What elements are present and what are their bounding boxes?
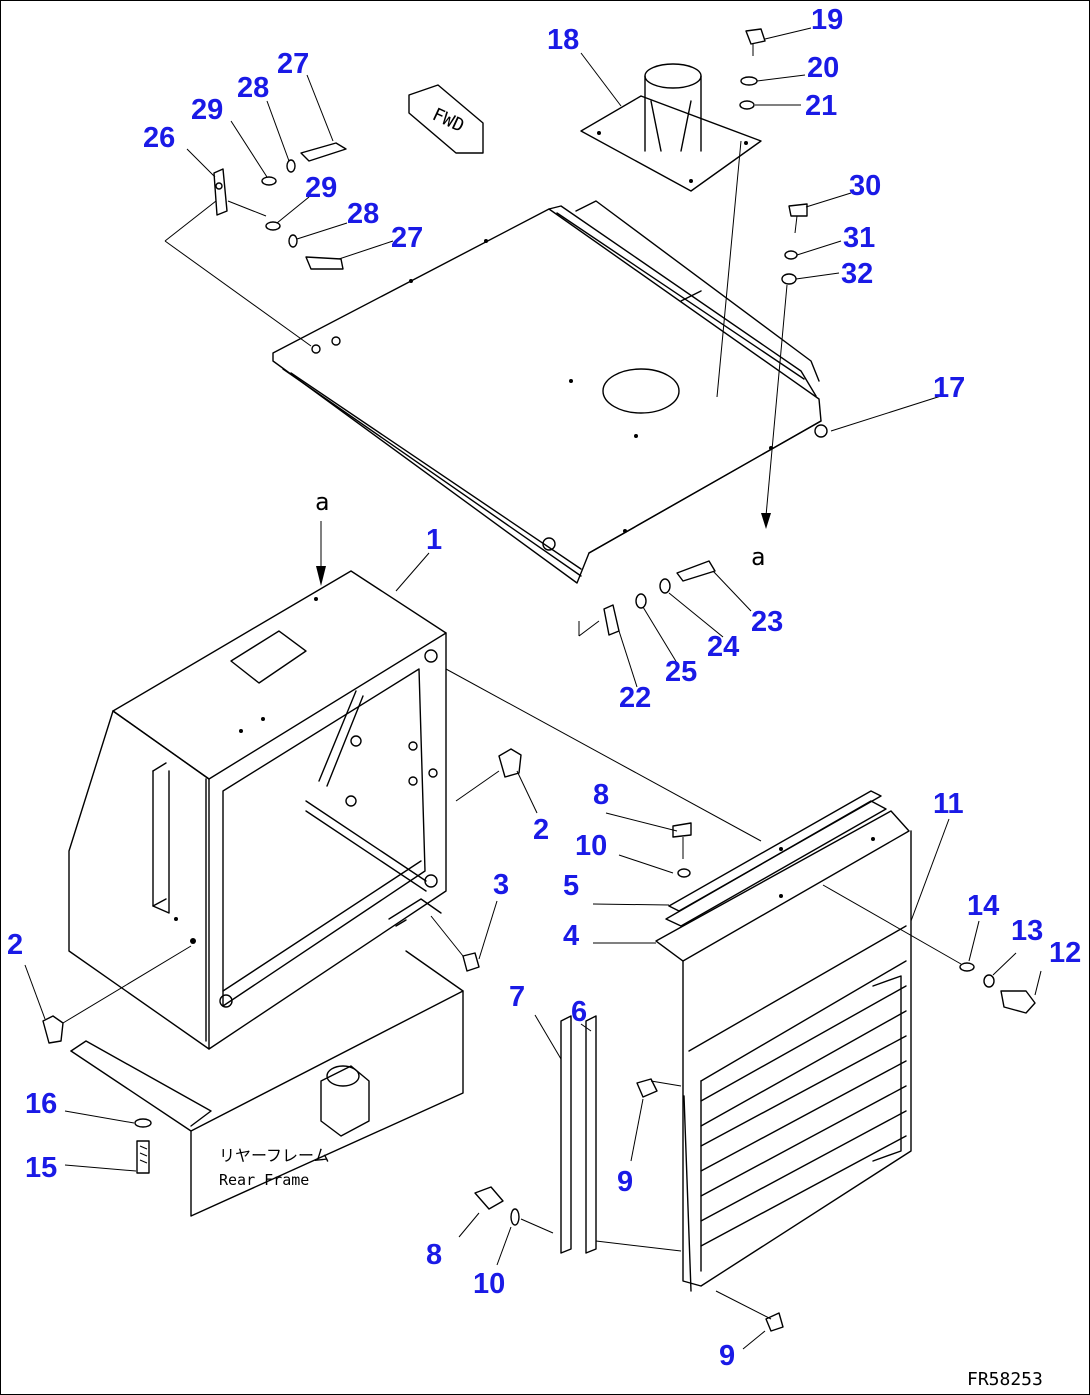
callout-5: 5: [563, 870, 579, 902]
callout-26: 26: [143, 122, 175, 154]
callout-19: 19: [811, 4, 843, 36]
callout-28: 28: [237, 72, 269, 104]
callouts: 1 2 2 3 4 5 6 7 8 8 9 9 10 10 11 12 13 1…: [7, 4, 1081, 1372]
hardware-8-9-10: [474, 822, 784, 1332]
callout-24: 24: [707, 631, 739, 663]
callout-1: 1: [426, 524, 442, 556]
callout-4: 4: [563, 920, 579, 952]
callout-9: 9: [719, 1340, 735, 1372]
callout-25: 25: [665, 656, 697, 688]
column-boot-18: [580, 63, 762, 192]
callout-18: 18: [547, 24, 579, 56]
callout-27: 27: [277, 48, 309, 80]
bolt-group-30-32: [761, 203, 808, 529]
callout-3: 3: [493, 869, 509, 901]
callout-13: 13: [1011, 915, 1043, 947]
top-cover-plate: [272, 140, 828, 584]
drawing-number: FR58253: [967, 1369, 1043, 1390]
callout-7: 7: [509, 981, 525, 1013]
callout-27: 27: [391, 222, 423, 254]
bolt-group-22-25: [578, 560, 716, 637]
callout-9: 9: [617, 1166, 633, 1198]
callout-30: 30: [849, 170, 881, 202]
engine-hood: [68, 570, 762, 1050]
callout-12: 12: [1049, 937, 1081, 969]
callout-10: 10: [575, 830, 607, 862]
callout-31: 31: [843, 222, 875, 254]
strip-5: [668, 790, 882, 912]
callout-10: 10: [473, 1268, 505, 1300]
reference-mark-right: a: [751, 543, 765, 571]
callout-29: 29: [305, 172, 337, 204]
fwd-sign: FWD: [408, 84, 484, 154]
reference-mark-top: a: [315, 488, 329, 516]
callout-22: 22: [619, 682, 651, 714]
callout-32: 32: [841, 258, 873, 290]
callout-17: 17: [933, 372, 965, 404]
callout-6: 6: [571, 996, 587, 1028]
callout-8: 8: [426, 1239, 442, 1271]
rear-frame-label-en: Rear Frame: [219, 1171, 309, 1189]
clip-parts: [42, 748, 522, 1174]
side-panels: [560, 1015, 682, 1254]
callout-15: 15: [25, 1152, 57, 1184]
callout-20: 20: [807, 52, 839, 84]
callout-29: 29: [191, 94, 223, 126]
callout-16: 16: [25, 1088, 57, 1120]
rear-frame-label-jp: リヤーフレーム: [219, 1146, 330, 1165]
callout-21: 21: [805, 90, 837, 122]
hardware-12-14: [959, 962, 1036, 1014]
bolt-group-19-21: [739, 28, 766, 110]
reference-marks: a a: [315, 488, 765, 586]
rear-frame: リヤーフレーム Rear Frame: [70, 950, 464, 1217]
callout-8: 8: [593, 779, 609, 811]
fwd-label: FWD: [429, 104, 467, 137]
callout-28: 28: [347, 198, 379, 230]
radiator-grille: [655, 800, 962, 1292]
callout-2: 2: [533, 814, 549, 846]
bolt-group-26-29: [164, 142, 347, 347]
leader-lines: [24, 27, 1042, 1350]
callout-23: 23: [751, 606, 783, 638]
callout-2: 2: [7, 929, 23, 961]
callout-14: 14: [967, 890, 999, 922]
callout-11: 11: [933, 788, 964, 820]
